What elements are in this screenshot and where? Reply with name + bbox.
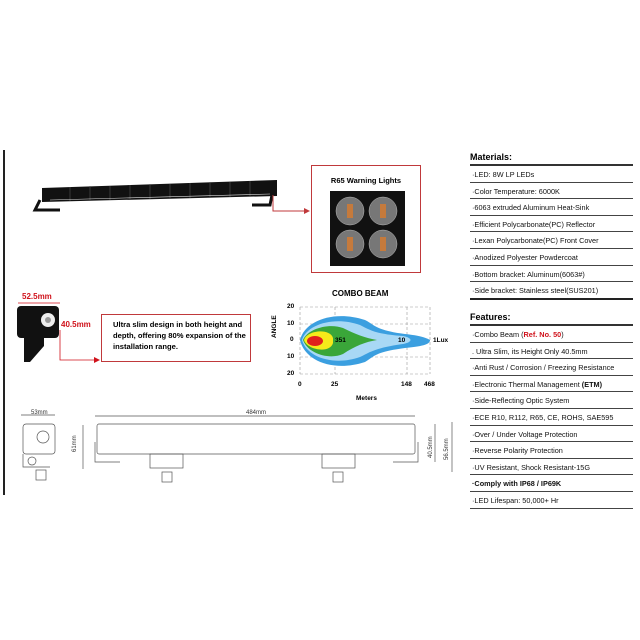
x-tick: 468	[424, 381, 435, 388]
ref-number: Ref. No. 50	[523, 330, 562, 339]
beam-chart	[299, 306, 431, 375]
beam-label-10: 10	[398, 337, 406, 344]
side-height-label: 40.5mm	[61, 320, 91, 329]
arrow-connector	[272, 195, 310, 214]
y-tick: 10	[287, 353, 295, 360]
y-tick: 20	[287, 370, 295, 377]
beam-zone-red	[307, 336, 323, 346]
features-item-combo-beam: ·Combo Beam (Ref. No. 50)	[470, 326, 633, 343]
side-width-label: 52.5mm	[22, 292, 52, 301]
materials-title: Materials:	[470, 150, 633, 166]
features-item: ·Anti Rust / Corrosion / Freezing Resist…	[470, 359, 633, 376]
light-bar-photo	[32, 180, 277, 212]
materials-item: ·Bottom bracket: Aluminum(6063#)	[470, 266, 633, 283]
materials-item: ·Side bracket: Stainless steel(SUS201)	[470, 282, 633, 300]
features-item: ·LED Lifespan: 50,000+ Hr	[470, 492, 633, 509]
dim-height-inner: 40.5mm	[428, 436, 434, 458]
dim-length: 484mm	[246, 410, 267, 416]
x-tick: 0	[298, 381, 302, 388]
dim-height-outer: 56.5mm	[444, 438, 450, 460]
side-view-photo	[17, 302, 100, 363]
r65-lights-photo	[330, 191, 405, 266]
features-item: ·Comply with IP68 / IP69K	[470, 475, 633, 492]
features-item: . Ultra Slim, its Height Only 40.5mm	[470, 343, 633, 360]
x-axis-label: Meters	[356, 395, 377, 402]
dim-height-left: 61mm	[72, 435, 78, 452]
features-item-etm: ·Electronic Thermal Management (ETM)	[470, 376, 633, 393]
features-list: Features: ·Combo Beam (Ref. No. 50) . Ul…	[470, 310, 633, 509]
materials-item: ·6063 extruded Aluminum Heat-Sink	[470, 199, 633, 216]
materials-list: Materials: ·LED: 8W LP LEDs ·Color Tempe…	[470, 150, 633, 300]
features-item: ·Over / Under Voltage Protection	[470, 426, 633, 443]
features-item: ·ECE R10, R112, R65, CE, ROHS, SAE595	[470, 409, 633, 426]
dim-side-width: 53mm	[31, 410, 48, 416]
beam-label-1lux: 1Lux	[433, 337, 449, 344]
beam-label-351: 351	[335, 337, 346, 344]
materials-item: ·LED: 8W LP LEDs	[470, 166, 633, 183]
r65-warning-lights-box: R65 Warning Lights	[311, 165, 421, 273]
features-item: ·UV Resistant, Shock Resistant-15G	[470, 459, 633, 476]
materials-item: ·Color Temperature: 6000K	[470, 183, 633, 200]
ultra-slim-callout: Ultra slim design in both height and dep…	[101, 314, 251, 362]
combo-suffix: )	[561, 330, 564, 339]
x-tick: 148	[401, 381, 412, 388]
x-tick: 25	[331, 381, 339, 388]
y-tick: 0	[290, 336, 294, 343]
y-tick: 20	[287, 303, 295, 310]
features-title: Features:	[470, 310, 633, 326]
page-border	[3, 150, 5, 495]
technical-drawing	[21, 414, 453, 483]
materials-item: ·Anodized Polyester Powdercoat	[470, 249, 633, 266]
beam-title: COMBO BEAM	[332, 289, 389, 298]
materials-item: ·Lexan Polycarbonate(PC) Front Cover	[470, 232, 633, 249]
etm-prefix: ·Electronic Thermal Management	[472, 379, 582, 389]
y-axis-label: ANGLE	[271, 315, 278, 338]
combo-prefix: ·Combo Beam (	[472, 330, 524, 339]
r65-title: R65 Warning Lights	[330, 176, 402, 185]
y-tick: 10	[287, 320, 295, 327]
features-item: ·Side-Reflecting Optic System	[470, 392, 633, 409]
etm-bold: (ETM)	[581, 379, 603, 389]
features-item: ·Reverse Polarity Protection	[470, 442, 633, 459]
materials-item: ·Efficient Polycarbonate(PC) Reflector	[470, 216, 633, 233]
